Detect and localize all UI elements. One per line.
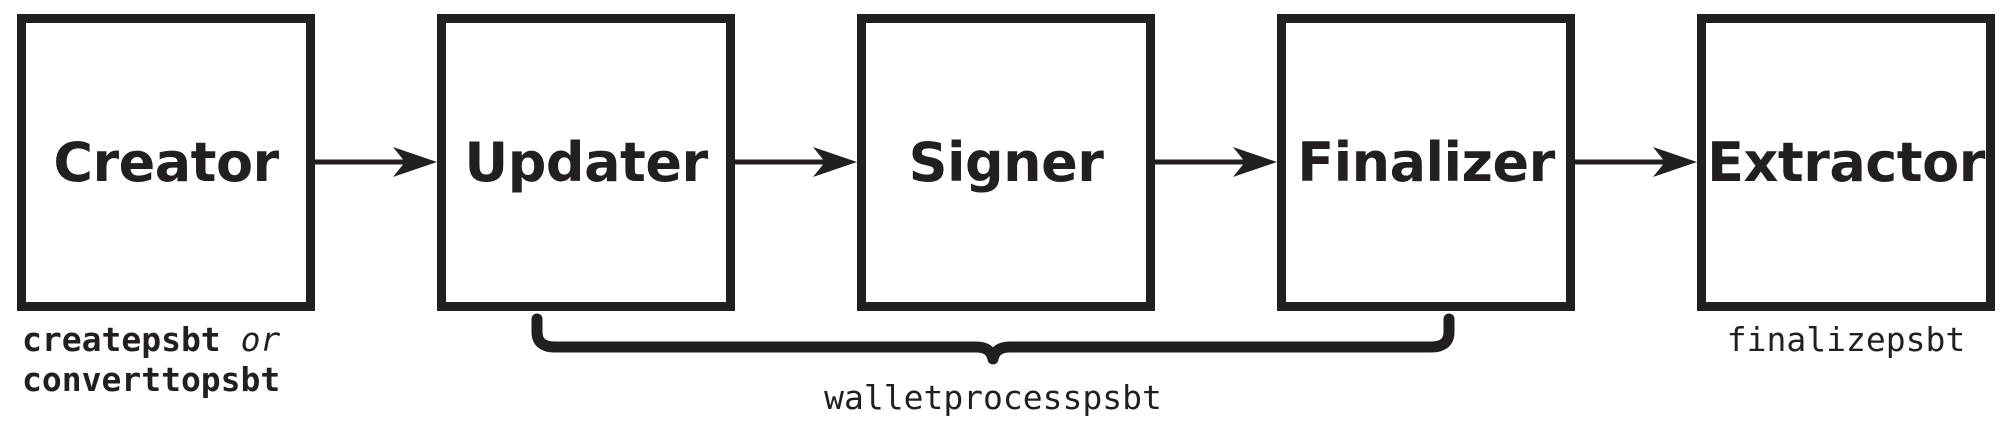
stage-box-creator[interactable]: Creator [17,14,315,311]
arrow-updater-to-signer [735,147,857,177]
stage-box-signer[interactable]: Signer [857,14,1155,311]
stage-label-finalizer: Finalizer [1297,130,1555,194]
caption-creator-command-2: converttopsbt [22,360,281,400]
stage-label-extractor: Extractor [1707,130,1985,194]
caption-finalizepsbt: finalizepsbt [1726,320,1966,359]
arrow-finalizer-to-extractor [1575,147,1697,177]
stage-box-updater[interactable]: Updater [437,14,735,311]
arrow-creator-to-updater [315,147,437,177]
caption-creator-conjunction: or [240,320,281,359]
arrow-signer-to-finalizer [1155,147,1277,177]
stage-box-extractor[interactable]: Extractor [1697,14,1995,311]
group-brace [531,313,1455,365]
caption-walletprocesspsbt: walletprocesspsbt [824,378,1162,417]
caption-creator-command-1: createpsbt [22,320,221,359]
stage-label-creator: Creator [53,130,279,194]
stage-label-signer: Signer [908,130,1104,194]
stage-label-updater: Updater [464,130,708,194]
stage-box-finalizer[interactable]: Finalizer [1277,14,1575,311]
